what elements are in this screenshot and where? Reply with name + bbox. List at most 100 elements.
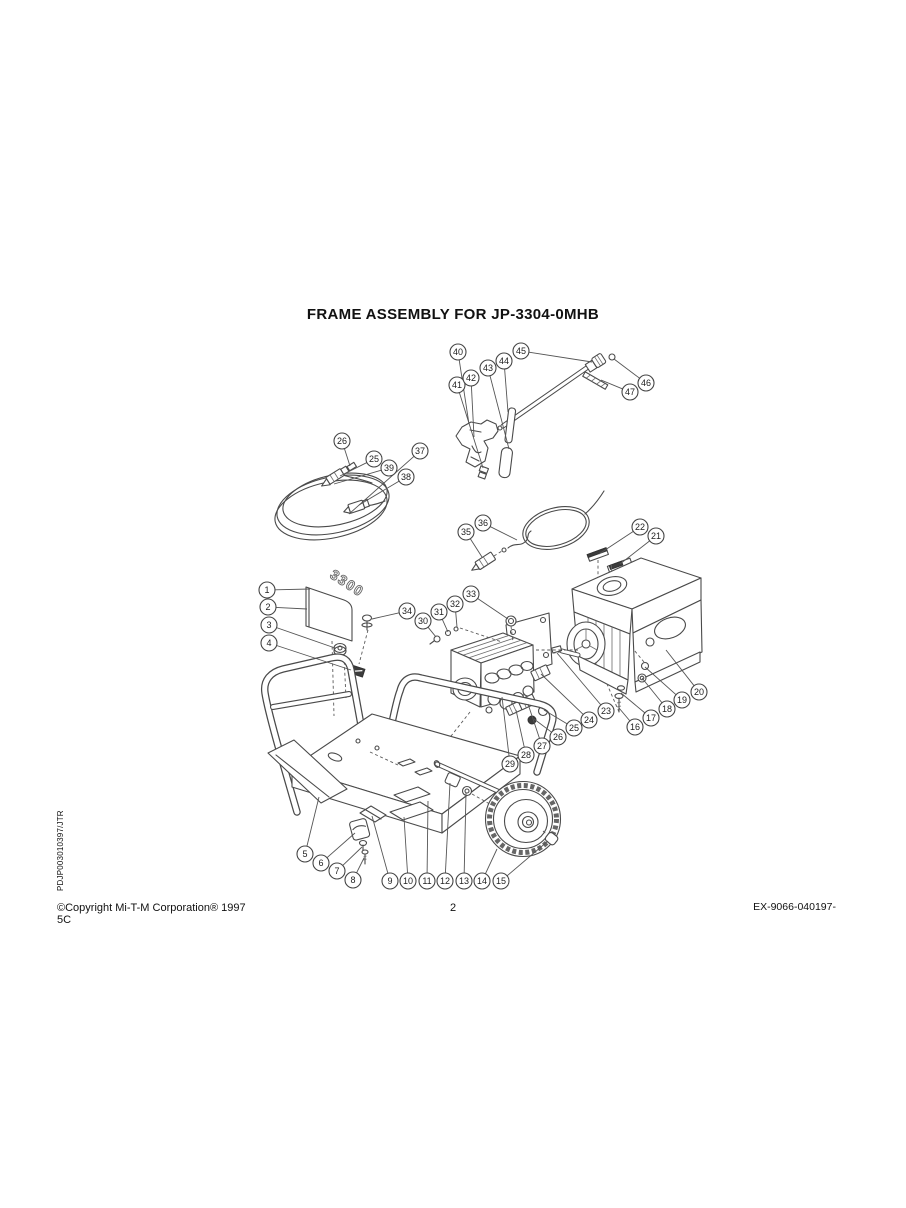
callout-leader-34: [371, 612, 400, 620]
callout-leader-20: [665, 649, 695, 686]
callout-number-38: 38: [401, 472, 411, 482]
callout-balloon-24: [580, 711, 598, 729]
callout-number-29: 29: [505, 759, 515, 769]
callout-number-37: 37: [415, 446, 425, 456]
callout-number-35: 35: [461, 527, 471, 537]
callout-number-6: 6: [318, 858, 323, 868]
callout-leader-15: [506, 840, 549, 877]
callout-number-26: 26: [337, 436, 347, 446]
callout-leader-5: [306, 796, 320, 847]
callout-leader-31: [441, 619, 449, 633]
callout-number-33: 33: [466, 589, 476, 599]
callout-leader-38: [358, 480, 400, 506]
copyright-line-1: ©Copyright Mi-T-M Corporation® 1997: [57, 902, 246, 914]
callout-leader-27: [527, 703, 540, 739]
hose-fitting-end: [343, 498, 370, 514]
axle-and-wheel: [433, 760, 562, 858]
high-pressure-hose: [274, 461, 390, 541]
callout-balloon-22: [631, 518, 649, 536]
callout-number-18: 18: [662, 704, 672, 714]
callout-number-27: 27: [537, 741, 547, 751]
callout-number-25: 25: [569, 723, 579, 733]
callout-leader-36: [489, 526, 518, 541]
callout-number-19: 19: [677, 695, 687, 705]
spray-gun: [455, 419, 503, 480]
callout-balloon-32: [446, 595, 464, 613]
callout-leader-23: [556, 652, 602, 706]
coupler-o-ring: [608, 353, 616, 361]
callout-balloon-5: [296, 845, 314, 863]
callout-balloon-31: [430, 603, 448, 621]
callout-number-43: 43: [483, 363, 493, 373]
callout-leader-28: [515, 709, 525, 748]
callout-number-2: 2: [265, 602, 270, 612]
callout-number-25: 25: [369, 454, 379, 464]
engine: [535, 557, 703, 695]
callout-balloon-33: [462, 585, 480, 603]
callout-balloon-1: [258, 581, 276, 599]
callout-leader-10: [403, 816, 408, 874]
callout-balloon-40: [449, 343, 467, 361]
callout-balloon-29: [501, 755, 519, 773]
callout-leader-16: [618, 707, 631, 722]
copyright-block: ©Copyright Mi-T-M Corporation® 1997 5C: [57, 902, 246, 926]
callout-balloon-10: [399, 872, 417, 890]
callout-leader-12: [444, 782, 451, 874]
callout-number-24: 24: [584, 715, 594, 725]
callout-leader-47: [600, 379, 623, 390]
callout-balloon-16: [626, 718, 644, 736]
callout-number-40: 40: [453, 347, 463, 357]
callout-balloon-11: [418, 872, 436, 890]
callout-balloon-15: [492, 872, 510, 890]
callout-leader-7: [342, 846, 363, 866]
callout-number-20: 20: [694, 687, 704, 697]
callout-number-1: 1: [264, 585, 269, 595]
hose-fitting-swivel: [321, 465, 350, 487]
grommet: [505, 615, 517, 627]
document-code: EX-9066-040197-: [753, 901, 836, 913]
callout-number-44: 44: [499, 356, 509, 366]
callout-leader-41: [458, 392, 484, 469]
callout-leader-39: [333, 469, 382, 485]
frame-decal: 3300: [327, 566, 367, 600]
callout-leader-26: [533, 718, 552, 733]
callout-leader-25: [543, 709, 568, 725]
callout-leader-11: [426, 800, 429, 874]
bottom-hardware: [349, 786, 434, 865]
callout-balloon-18: [658, 700, 676, 718]
callout-balloon-46: [637, 374, 655, 392]
callout-number-42: 42: [466, 373, 476, 383]
callout-number-17: 17: [646, 713, 656, 723]
callout-balloon-38: [397, 468, 415, 486]
callout-balloon-45: [512, 342, 530, 360]
callout-balloon-6: [312, 854, 330, 872]
page-number: 2: [449, 902, 457, 914]
callout-balloon-43: [479, 359, 497, 377]
callout-leader-21: [619, 540, 650, 565]
callout-number-47: 47: [625, 387, 635, 397]
callout-leader-43: [489, 375, 510, 450]
callout-leader-32: [455, 611, 458, 628]
callout-leader-33: [477, 598, 509, 620]
callout-balloon-20: [690, 683, 708, 701]
callout-number-12: 12: [440, 876, 450, 886]
nozzle-strip: [582, 371, 609, 390]
callout-number-8: 8: [350, 875, 355, 885]
callout-number-11: 11: [422, 876, 431, 886]
callout-balloon-3: [260, 616, 278, 634]
callout-number-9: 9: [387, 876, 392, 886]
callout-number-15: 15: [496, 876, 506, 886]
callout-number-36: 36: [478, 518, 488, 528]
callout-balloon-26: [333, 432, 351, 450]
callout-number-41: 41: [452, 380, 462, 390]
callout-number-3: 3: [266, 620, 271, 630]
parts-line-art: 3300: [260, 353, 703, 865]
callout-number-21: 21: [651, 531, 661, 541]
callout-number-39: 39: [384, 463, 394, 473]
spray-wand: [498, 353, 616, 479]
copyright-line-2: 5C: [57, 914, 72, 926]
callout-number-22: 22: [635, 522, 645, 532]
callout-balloon-35: [457, 523, 475, 541]
